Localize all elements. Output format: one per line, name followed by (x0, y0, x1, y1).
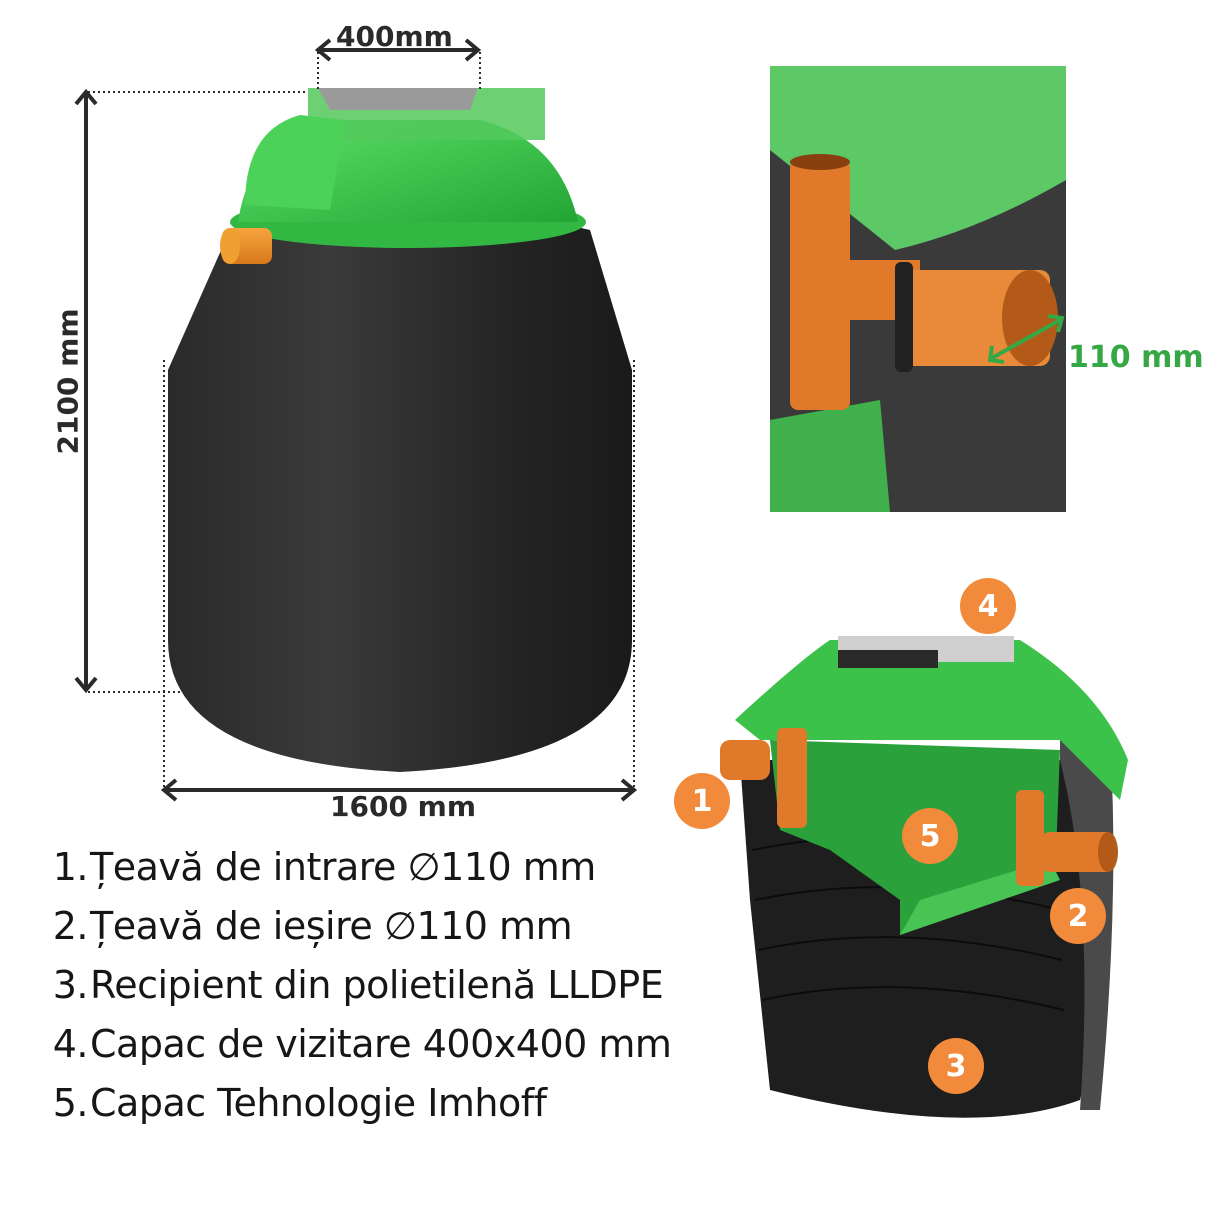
legend-number: 2. (52, 904, 89, 948)
badge-3-container: 3 (928, 1038, 984, 1094)
legend-item-container: 3. Recipient din polietilenă LLDPE (44, 956, 744, 1015)
legend-item-inlet-pipe: 1. Țeavă de intrare ∅110 mm (44, 838, 744, 897)
legend-number: 4. (52, 1022, 89, 1066)
legend-label: Țeavă de intrare ∅110 mm (90, 845, 596, 889)
badge-1-inlet-pipe: 1 (674, 773, 730, 829)
legend-label: Capac de vizitare 400x400 mm (90, 1022, 672, 1066)
badge-2-outlet-pipe: 2 (1050, 888, 1106, 944)
badge-4-inspection-cover: 4 (960, 578, 1016, 634)
legend-number: 3. (52, 963, 89, 1007)
legend-label: Recipient din polietilenă LLDPE (90, 963, 664, 1007)
legend-number: 1. (52, 845, 89, 889)
badge-5-imhoff-cover: 5 (902, 808, 958, 864)
legend-label: Țeavă de ieșire ∅110 mm (90, 904, 573, 948)
legend-number: 5. (52, 1081, 89, 1125)
dimension-width-top: 400mm (336, 20, 453, 53)
legend-item-imhoff-cover: 5. Capac Tehnologie Imhoff (44, 1074, 744, 1133)
dimension-width-bottom: 1600 mm (330, 790, 477, 823)
pipe-diameter-label: 110 mm (1068, 340, 1204, 375)
legend-label: Capac Tehnologie Imhoff (90, 1081, 547, 1125)
legend-item-inspection-cover: 4. Capac de vizitare 400x400 mm (44, 1015, 744, 1074)
legend-item-outlet-pipe: 2. Țeavă de ieșire ∅110 mm (44, 897, 744, 956)
component-legend: 1. Țeavă de intrare ∅110 mm 2. Țeavă de … (44, 838, 744, 1133)
